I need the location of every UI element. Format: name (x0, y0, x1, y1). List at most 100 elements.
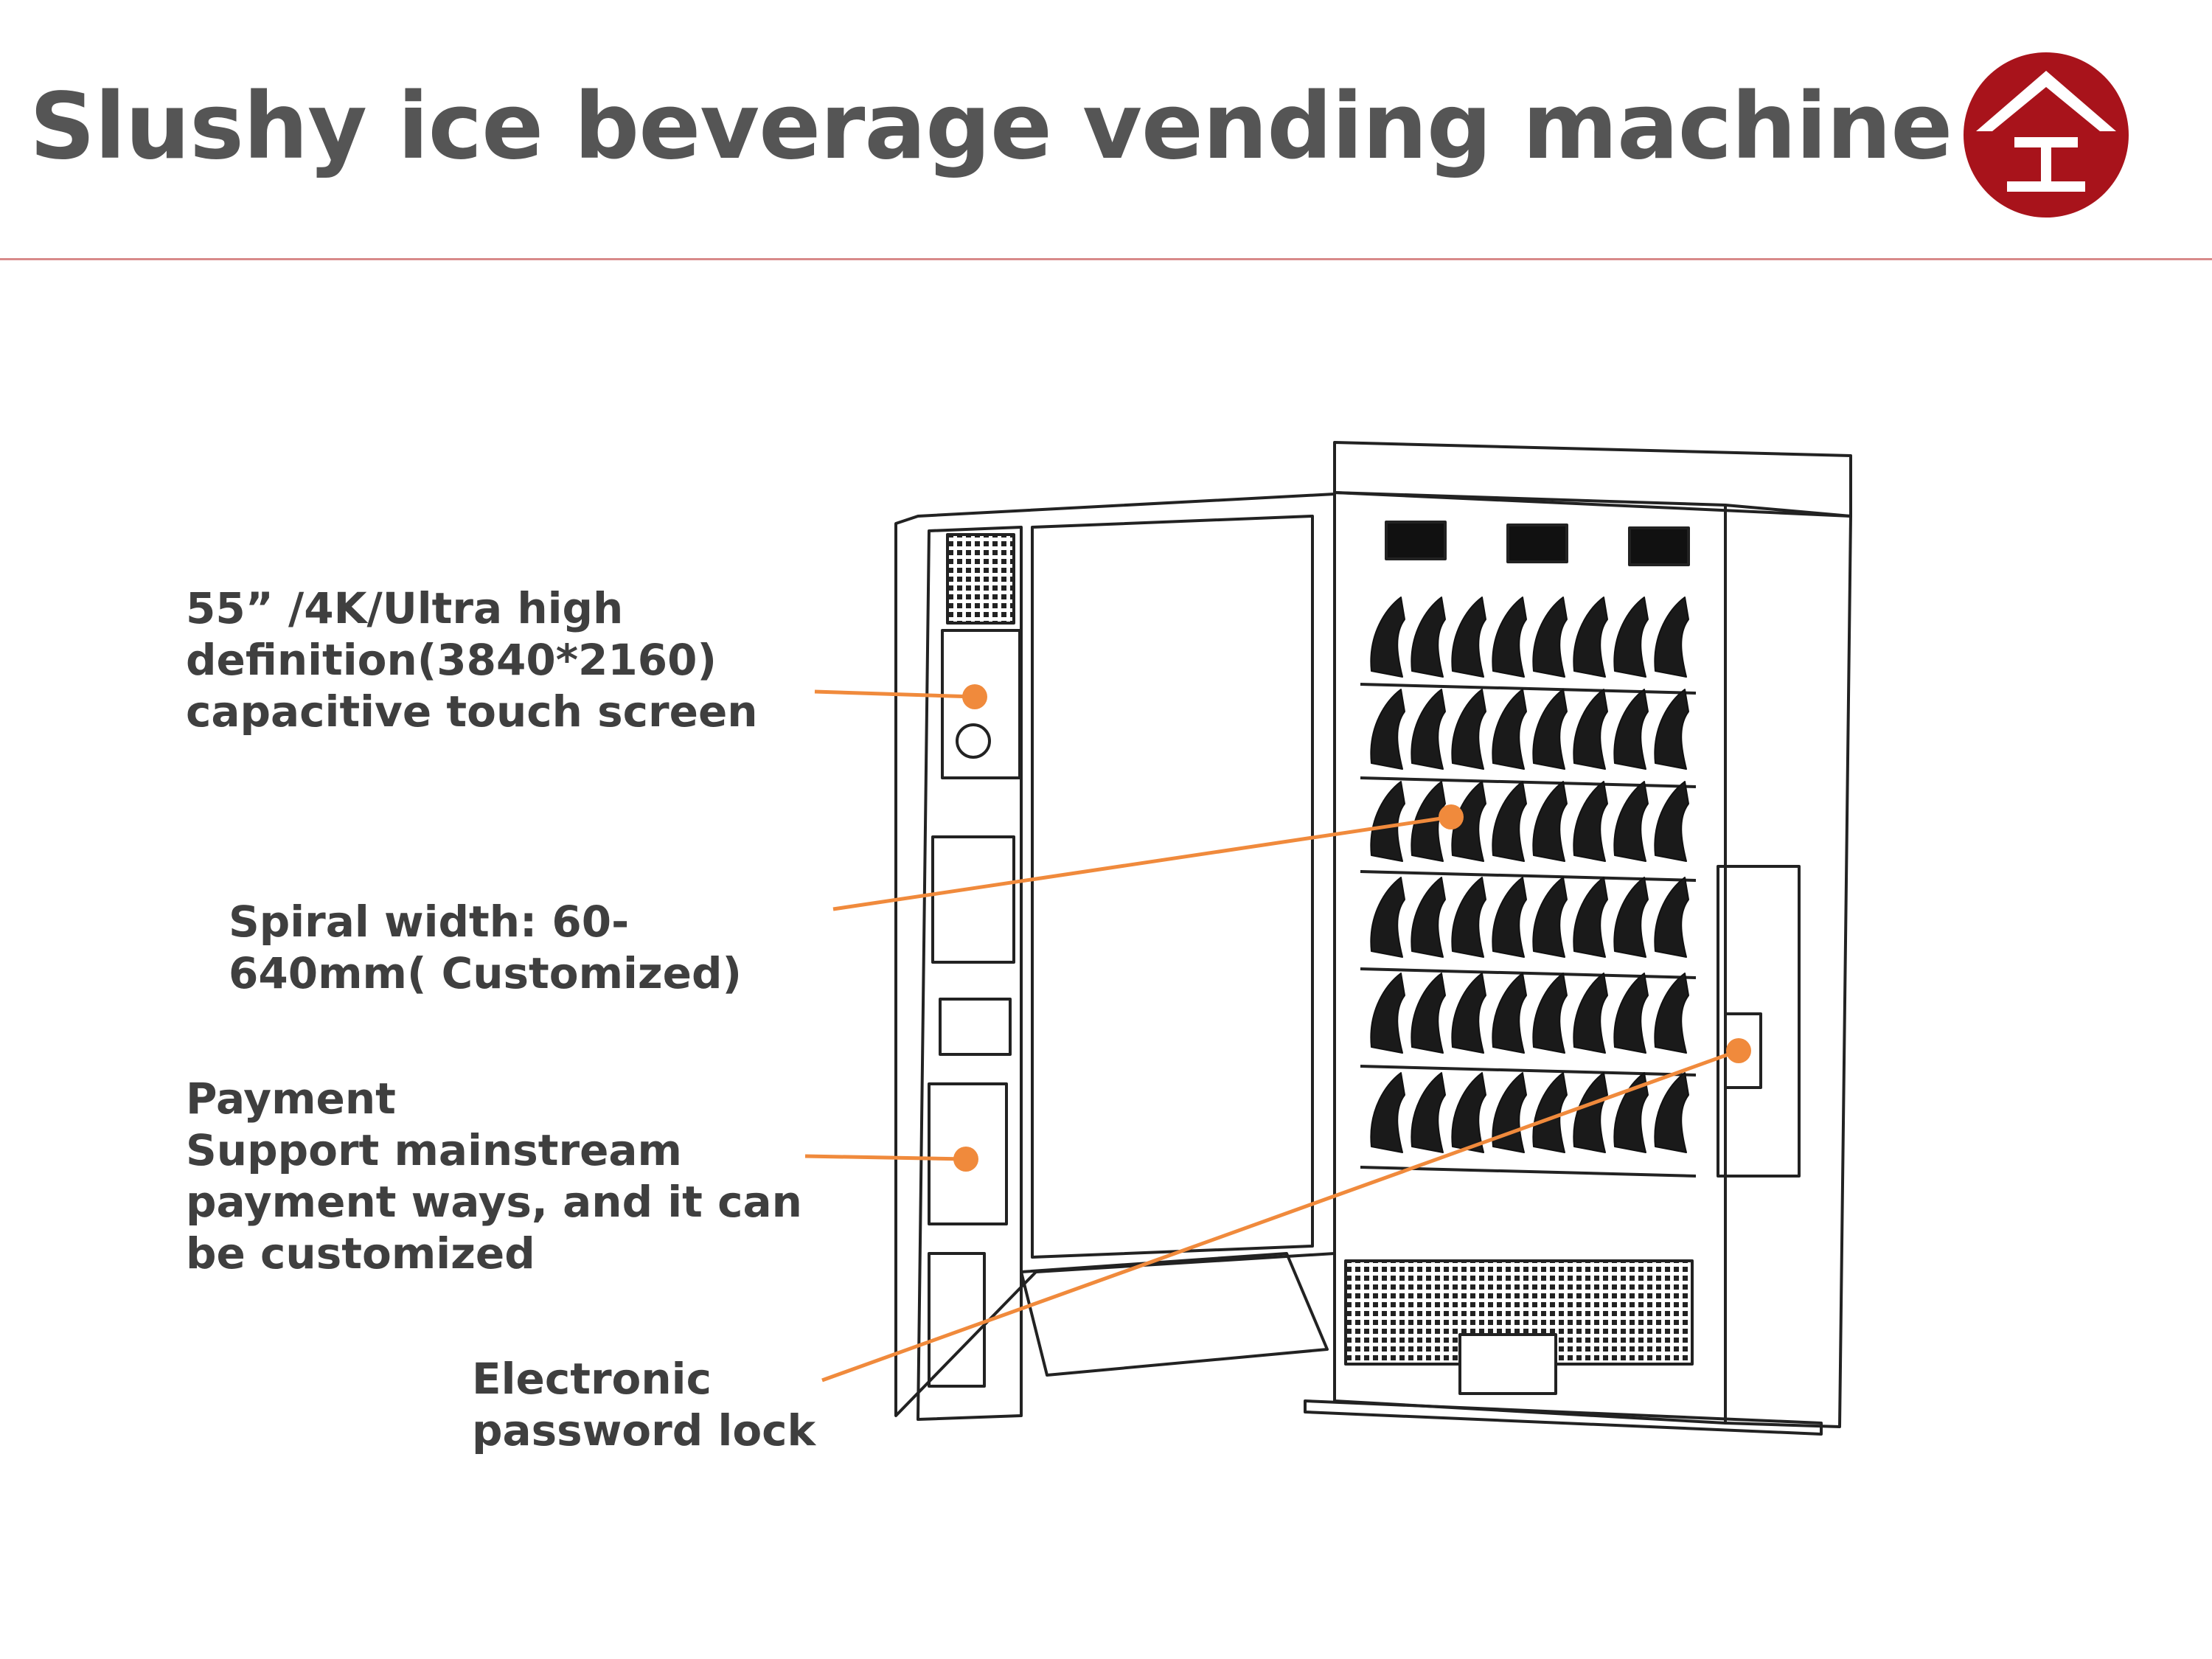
leader-password-lock-line (821, 1048, 1739, 1382)
shelf-rail (1360, 870, 1697, 882)
callout-payment-line-4: be customized (186, 1228, 535, 1279)
spiral-coil (1492, 597, 1527, 678)
vending-machine-drawing (894, 441, 1852, 1436)
spiral-coil (1573, 781, 1608, 862)
shelf-row (1360, 973, 1697, 1077)
spiral-coil (1654, 1072, 1689, 1153)
callout-touch-screen-line-3: capacitive touch screen (186, 686, 758, 737)
spiral-coil (1451, 877, 1486, 958)
logo-stem (2041, 137, 2051, 190)
shelf-row (1360, 1072, 1697, 1178)
delivery-flap (1458, 1333, 1557, 1395)
spiral-coil (1573, 689, 1608, 770)
leader-password-lock-dot (1726, 1038, 1751, 1063)
callout-spiral-width: Spiral width: 60- 640mm( Customized) (229, 896, 742, 999)
spiral-coil (1654, 877, 1689, 958)
spiral-coil (1573, 597, 1608, 678)
lock-panel (1717, 865, 1801, 1178)
door-side-panel (917, 526, 1023, 1421)
shelf-row (1360, 597, 1697, 695)
leader-password-lock (821, 1038, 1751, 1382)
spiral-coil (1492, 1072, 1527, 1153)
leader-spiral-width-dot (1439, 804, 1464, 830)
spiral-coil (1492, 973, 1527, 1054)
spiral-coil (1370, 1072, 1405, 1153)
spiral-coil (1573, 973, 1608, 1054)
shelf-row (1360, 689, 1697, 788)
door-bottom-block (928, 1252, 986, 1388)
leader-payment-dot (953, 1147, 978, 1172)
callout-payment-line-2: Support mainstream (186, 1125, 682, 1175)
logo-roof (1976, 71, 2116, 131)
spiral-coil (1613, 781, 1649, 862)
spiral-coil (1492, 781, 1527, 862)
leader-touch-screen-line (814, 689, 975, 699)
spiral-coil (1532, 689, 1568, 770)
spiral-coil (1613, 877, 1649, 958)
spiral-coil (1411, 597, 1446, 678)
spiral-coil (1411, 877, 1446, 958)
spiral-coil (1573, 1072, 1608, 1153)
leader-payment (804, 1147, 978, 1172)
shelf-row (1360, 877, 1697, 979)
shelf-rail (1360, 967, 1697, 979)
cabinet-vent-3 (1628, 526, 1690, 566)
spiral-coil (1613, 689, 1649, 770)
callout-leaders (804, 684, 1751, 1382)
leader-payment-line (804, 1154, 967, 1161)
callout-touch-screen-line-1: 55” /4K/Ultra high (186, 583, 624, 633)
door-speaker-grille (946, 533, 1015, 625)
spiral-coil (1532, 597, 1568, 678)
shelf-row (1360, 781, 1697, 882)
spiral-coil (1451, 1072, 1486, 1153)
spiral-coil (1654, 597, 1689, 678)
leader-spiral-width (832, 804, 1464, 911)
cabinet-vent-2 (1506, 524, 1568, 563)
spiral-coil (1613, 973, 1649, 1054)
logo-circle (1964, 52, 2129, 218)
door-bin (1020, 1252, 1329, 1377)
callout-payment: Payment Support mainstream payment ways,… (186, 1073, 802, 1279)
spiral-coil (1370, 973, 1405, 1054)
spiral-coil (1532, 781, 1568, 862)
callout-password-lock-line-1: Electronic (472, 1354, 712, 1404)
spiral-coil (1492, 877, 1527, 958)
leader-spiral-width-line (832, 815, 1452, 911)
spiral-coil (1451, 597, 1486, 678)
callout-password-lock: Electronic password lock (472, 1353, 815, 1456)
payment-module (928, 1082, 1008, 1225)
cabinet-top (1333, 441, 1852, 518)
header-divider (0, 258, 2212, 260)
shelf-rail (1360, 1166, 1697, 1178)
page-title: Slushy ice beverage vending machine (29, 74, 1952, 180)
spiral-coil (1573, 877, 1608, 958)
spiral-coil (1411, 689, 1446, 770)
shelf-rail (1360, 683, 1697, 695)
door-inner-window (1031, 515, 1314, 1259)
logo-bar-bottom (2007, 181, 2085, 192)
company-logo (1964, 52, 2129, 218)
cabinet-vent-1 (1385, 521, 1447, 560)
callout-spiral-width-line-1: Spiral width: 60- (229, 897, 630, 947)
cabinet-side (1724, 504, 1852, 1428)
spiral-coil (1451, 689, 1486, 770)
spiral-coil (1654, 781, 1689, 862)
callout-password-lock-line-2: password lock (472, 1405, 816, 1455)
lock-box (1724, 1012, 1762, 1089)
spiral-shelves (1360, 597, 1697, 1178)
leader-touch-screen-dot (962, 684, 987, 709)
callout-spiral-width-line-2: 640mm( Customized) (229, 948, 742, 998)
spiral-coil (1532, 877, 1568, 958)
card-reader (939, 998, 1012, 1056)
spiral-coil (1370, 689, 1405, 770)
touch-screen-knob (956, 723, 991, 759)
callout-payment-line-1: Payment (186, 1074, 396, 1124)
callout-touch-screen-line-2: definition(3840*2160) (186, 635, 717, 685)
touch-screen-panel (941, 629, 1021, 779)
spiral-coil (1532, 1072, 1568, 1153)
callout-payment-line-3: payment ways, and it can (186, 1177, 802, 1227)
shelf-rail (1360, 1065, 1697, 1077)
spiral-coil (1654, 973, 1689, 1054)
spiral-coil (1411, 973, 1446, 1054)
